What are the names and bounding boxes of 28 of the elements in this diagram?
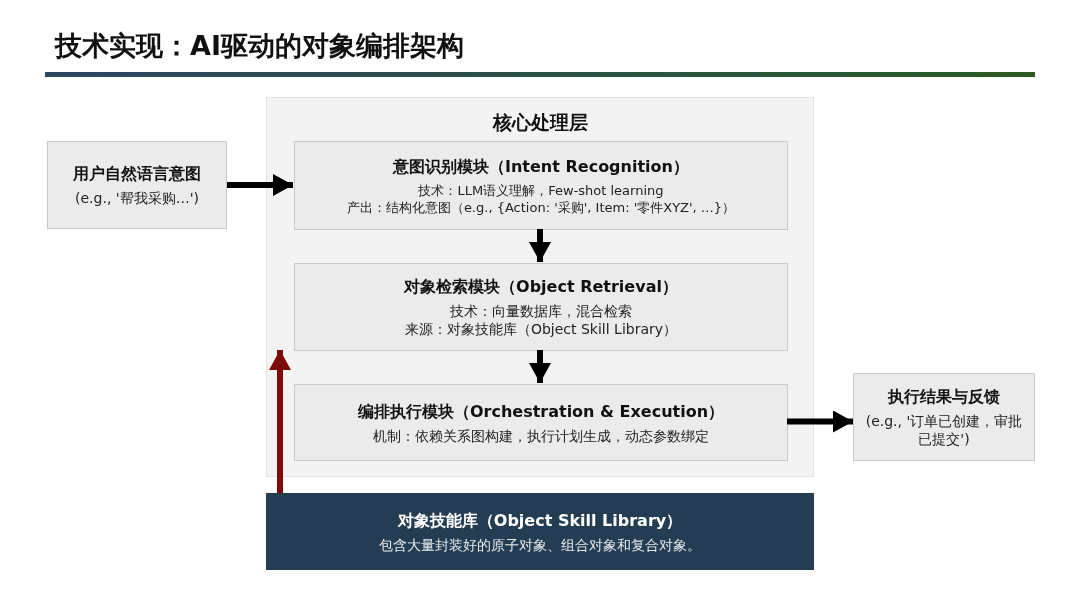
module-box xyxy=(294,263,788,351)
arrow xyxy=(529,350,551,383)
box-text: 产出：结构化意图（e.g., {Action: '采购', Item: '零件XYZ', …}） xyxy=(346,198,736,216)
box-text: (e.g., '订单已创建，审批已提交') xyxy=(864,412,1024,448)
box-heading: 核心处理层 xyxy=(492,110,588,135)
box-text: 技术：LLM语义理解，Few-shot learning xyxy=(418,181,664,199)
module-box xyxy=(294,384,788,461)
arrow xyxy=(227,174,293,196)
module-box xyxy=(294,141,788,230)
arrow xyxy=(269,350,291,493)
box-text: 包含大量封装好的原子对象、组合对象和复合对象。 xyxy=(379,535,701,554)
box-text: 技术：向量数据库，混合检索 xyxy=(450,302,632,320)
module-box xyxy=(47,141,227,229)
box-heading: 意图识别模块（Intent Recognition） xyxy=(393,155,689,178)
box-text: 来源：对象技能库（Object Skill Library） xyxy=(404,320,678,338)
layer-panel xyxy=(266,97,814,477)
box-text: (e.g., '帮我采购…') xyxy=(75,189,199,207)
arrow xyxy=(529,229,551,262)
module-box xyxy=(853,373,1035,461)
box-heading: 对象检索模块（Object Retrieval） xyxy=(404,276,678,298)
box-heading: 用户自然语言意图 xyxy=(73,163,201,185)
box-heading: 编排执行模块（Orchestration & Execution） xyxy=(357,400,725,423)
slide-title: 技术实现：AI驱动的对象编排架构 xyxy=(55,29,464,63)
module-box xyxy=(266,493,814,570)
box-heading: 对象技能库（Object Skill Library） xyxy=(397,509,683,532)
arrow xyxy=(787,410,853,433)
box-heading: 执行结果与反馈 xyxy=(888,386,1000,408)
box-text: 机制：依赖关系图构建，执行计划生成，动态参数绑定 xyxy=(373,426,709,445)
